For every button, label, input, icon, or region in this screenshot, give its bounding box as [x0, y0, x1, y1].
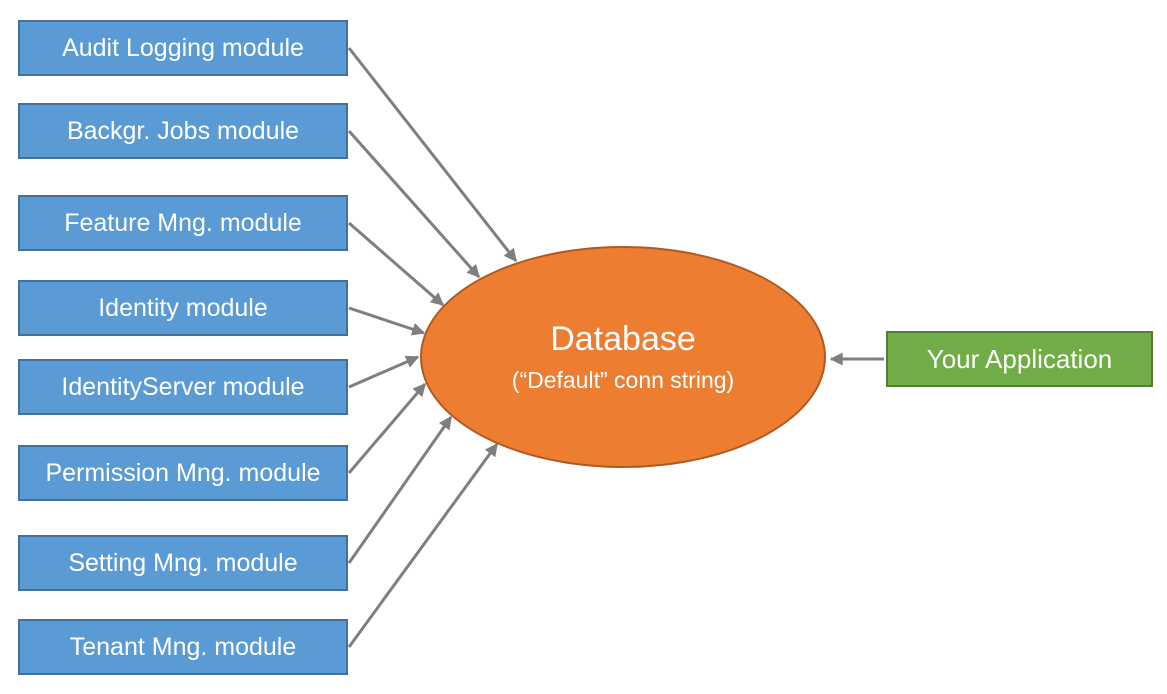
module-box-setting-mng: Setting Mng. module: [18, 535, 348, 591]
module-box-feature-mng: Feature Mng. module: [18, 195, 348, 251]
module-label: Backgr. Jobs module: [66, 116, 300, 145]
module-label: Setting Mng. module: [68, 548, 298, 577]
arrow-identity-to-database: [348, 306, 426, 336]
module-box-identityserver: IdentityServer module: [18, 359, 348, 415]
arrow-identityserver-to-database: [348, 355, 420, 389]
module-label: Audit Logging module: [62, 33, 304, 62]
your-application-label: Your Application: [926, 343, 1113, 374]
module-label: Identity module: [98, 293, 268, 322]
arrow-backgr-jobs-to-database: [347, 130, 481, 278]
module-label: IdentityServer module: [61, 372, 305, 401]
module-box-backgr-jobs: Backgr. Jobs module: [18, 103, 348, 159]
arrow-feature-mng-to-database: [348, 221, 444, 307]
module-label: Tenant Mng. module: [69, 632, 297, 661]
module-box-permission-mng: Permission Mng. module: [18, 445, 348, 501]
arrow-audit-logging-to-database: [347, 47, 518, 263]
your-application-box: Your Application: [886, 331, 1153, 387]
database-ellipse: Database (“Default” conn string): [420, 246, 826, 468]
database-title: Database: [550, 319, 696, 358]
module-label: Feature Mng. module: [64, 208, 302, 237]
arrow-setting-mng-to-database: [347, 415, 453, 564]
module-box-audit-logging: Audit Logging module: [18, 20, 348, 76]
arrow-tenant-mng-to-database: [347, 442, 499, 648]
arrow-permission-mng-to-database: [347, 383, 427, 474]
module-box-identity: Identity module: [18, 280, 348, 336]
module-label: Permission Mng. module: [45, 458, 321, 487]
database-subtitle: (“Default” conn string): [511, 367, 735, 394]
module-box-tenant-mng: Tenant Mng. module: [18, 619, 348, 675]
